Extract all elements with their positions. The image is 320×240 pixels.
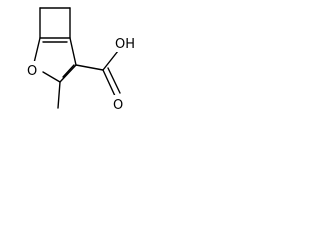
- bond-ring-to-carboxyl: [75, 64, 104, 71]
- bond-c-oh: [102, 50, 119, 71]
- bond-o-c-methyl: [42, 71, 61, 83]
- bond-c-c-ring-double: [62, 64, 75, 78]
- ring-oxygen-label: O: [27, 64, 37, 79]
- bond-ring-to-fusion: [69, 37, 77, 66]
- hydroxyl-bg: [114, 34, 142, 52]
- carbonyl-oxygen-label: O: [113, 98, 123, 113]
- structure-canvas: O OH O: [0, 0, 156, 148]
- bond-c-o-double: [107, 67, 121, 94]
- bond-c-o: [102, 69, 116, 97]
- bond-c-c-ring: [59, 64, 77, 83]
- hydroxyl-label: OH: [115, 37, 135, 52]
- carbonyl-oxygen-bg: [112, 95, 128, 112]
- ring-oxygen-bg: [24, 61, 40, 77]
- bond-c-o-left: [33, 37, 41, 64]
- chemical-structure-diagram: O OH O: [24, 7, 142, 113]
- bond-methyl: [57, 81, 61, 109]
